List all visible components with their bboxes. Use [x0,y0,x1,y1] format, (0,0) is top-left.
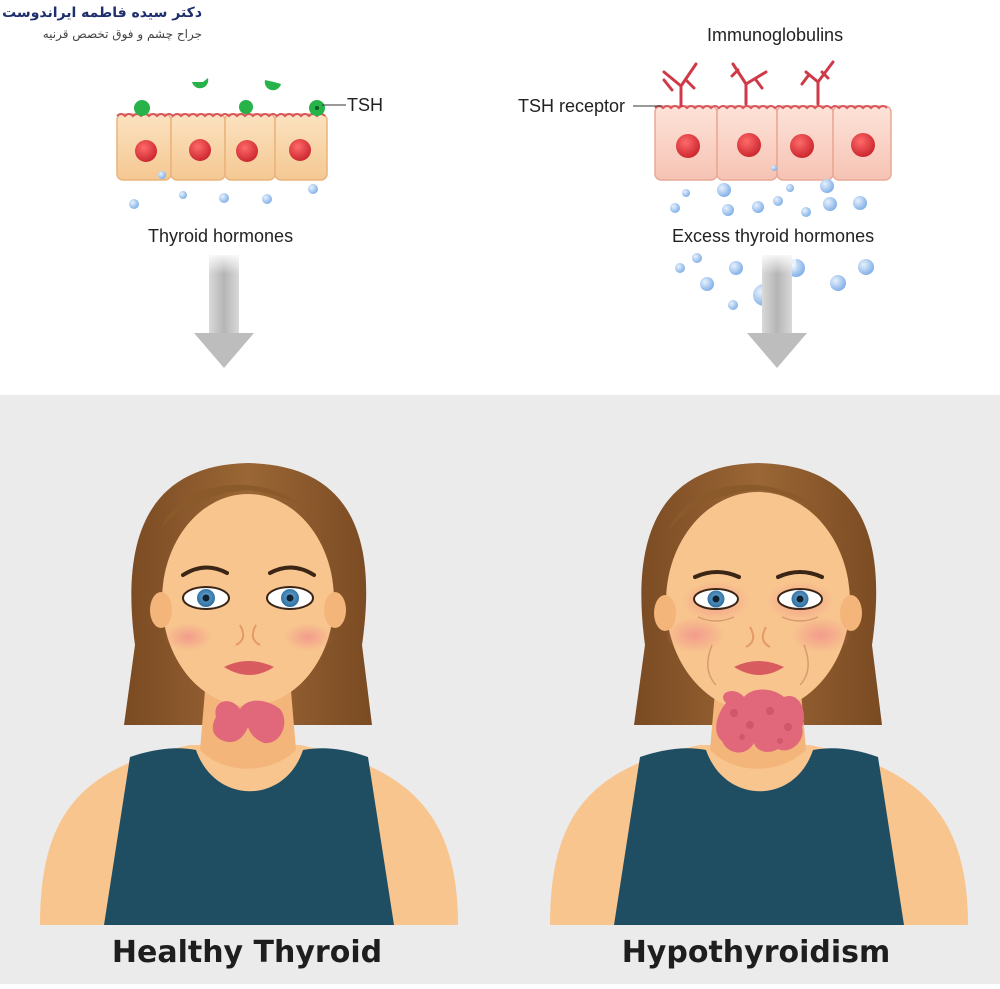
hypothyroid-woman-figure [550,463,968,925]
thyroid-hormone-dots [129,171,318,209]
watermark-name: دکتر سیده فاطمه ایراندوست [2,5,202,21]
nucleus [676,134,700,158]
face [162,494,334,706]
lips [224,661,274,675]
thyroid-gland-enlarged [716,689,804,753]
healthy-woman-figure [40,463,458,925]
comparison-panel: Healthy Thyroid Hypothyroidism [0,395,1000,984]
immunoglobulins-label: Immunoglobulins [707,25,843,45]
right-cell-layer [654,105,892,181]
nucleus [737,133,761,157]
panel-title-healthy: Healthy Thyroid [111,935,383,970]
thyroid-hormones-label: Thyroid hormones [148,226,293,246]
immunoglobulins [662,60,835,108]
panel-title-hypothyroidism: Hypothyroidism [621,935,891,970]
watermark: دکتر سیده فاطمه ایراندوست جراح چشم و فوق… [2,2,202,44]
figures [40,463,968,925]
nucleus [289,139,311,161]
lips [734,661,784,675]
left-cell-layer [116,113,328,181]
mechanism-diagram: TSH Thyroid hormones Immunoglobulins TSH… [116,25,892,368]
excess-hormones-label: Excess thyroid hormones [672,226,874,246]
tank-top [104,748,394,925]
tsh-molecules [134,78,325,116]
nucleus [189,139,211,161]
nucleus [790,134,814,158]
tsh-receptor-label: TSH receptor [518,96,625,116]
excess-hormone-dots [670,165,874,310]
nucleus [236,140,258,162]
watermark-subtitle: جراح چشم و فوق تخصص قرنیه [42,27,202,41]
down-arrow-left [194,252,254,368]
tsh-label: TSH [347,95,383,115]
nucleus [135,140,157,162]
tank-top [614,748,904,925]
nucleus [851,133,875,157]
thyroid-gland-normal [212,700,285,744]
down-arrow-right [747,252,807,368]
face [666,492,850,712]
